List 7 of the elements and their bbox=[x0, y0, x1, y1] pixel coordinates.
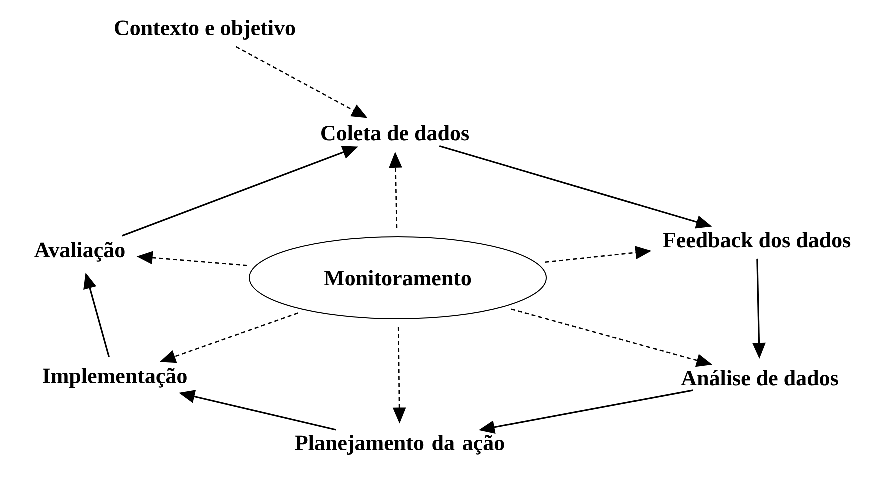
label-text: Coleta de dados bbox=[322, 125, 470, 141]
label-text: Contexto e objetivo bbox=[115, 20, 296, 40]
label-text: Feedback dos dados bbox=[663, 232, 851, 248]
label-text: Implementação bbox=[43, 368, 187, 388]
label-text: Avaliação bbox=[34, 242, 125, 262]
label-text: Planejamento da ação bbox=[295, 435, 504, 456]
label-text: Análise de dados bbox=[681, 370, 838, 386]
